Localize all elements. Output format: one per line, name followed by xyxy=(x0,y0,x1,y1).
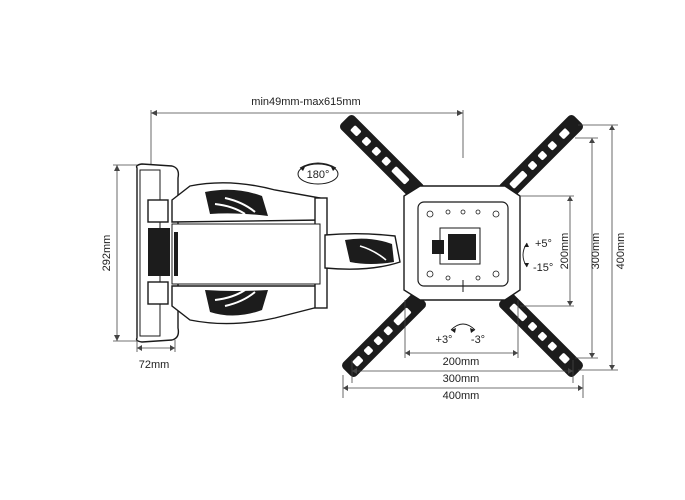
vesa-h-300-label: 300mm xyxy=(443,373,480,385)
wall-plate-width-label: 72mm xyxy=(139,359,170,371)
tilt-indicator: +5° -15° xyxy=(522,238,553,274)
tilt-up-label: +5° xyxy=(535,238,552,250)
level-minus-label: -3° xyxy=(471,334,485,346)
wall-plate xyxy=(135,163,180,343)
wall-plate-height-label: 292mm xyxy=(101,235,113,272)
vesa-v-300-label: 300mm xyxy=(590,233,602,270)
articulating-arms xyxy=(171,182,401,325)
extension-label: min49mm-max615mm xyxy=(251,96,360,108)
wall-plate-width-dimension: 72mm xyxy=(136,340,176,371)
vesa-h-200-label: 200mm xyxy=(443,356,480,368)
wall-plate-height-dimension: 292mm xyxy=(101,164,137,342)
level-plus-label: +3° xyxy=(436,334,453,346)
tilt-down-label: -15° xyxy=(533,262,553,274)
level-indicator: +3° -3° xyxy=(436,323,485,346)
vesa-v-200-label: 200mm xyxy=(559,233,571,270)
vesa-h-400-label: 400mm xyxy=(443,390,480,402)
swivel-indicator: 180° xyxy=(297,162,339,185)
vesa-horizontal-dimensions: 200mm 300mm 400mm xyxy=(342,300,584,402)
swivel-label: 180° xyxy=(307,169,330,181)
vesa-vertical-dimensions: 200mm 300mm 400mm xyxy=(520,124,627,371)
tv-mounting-plate xyxy=(403,185,521,301)
vesa-v-400-label: 400mm xyxy=(615,233,627,270)
extension-dimension: min49mm-max615mm xyxy=(150,96,464,165)
